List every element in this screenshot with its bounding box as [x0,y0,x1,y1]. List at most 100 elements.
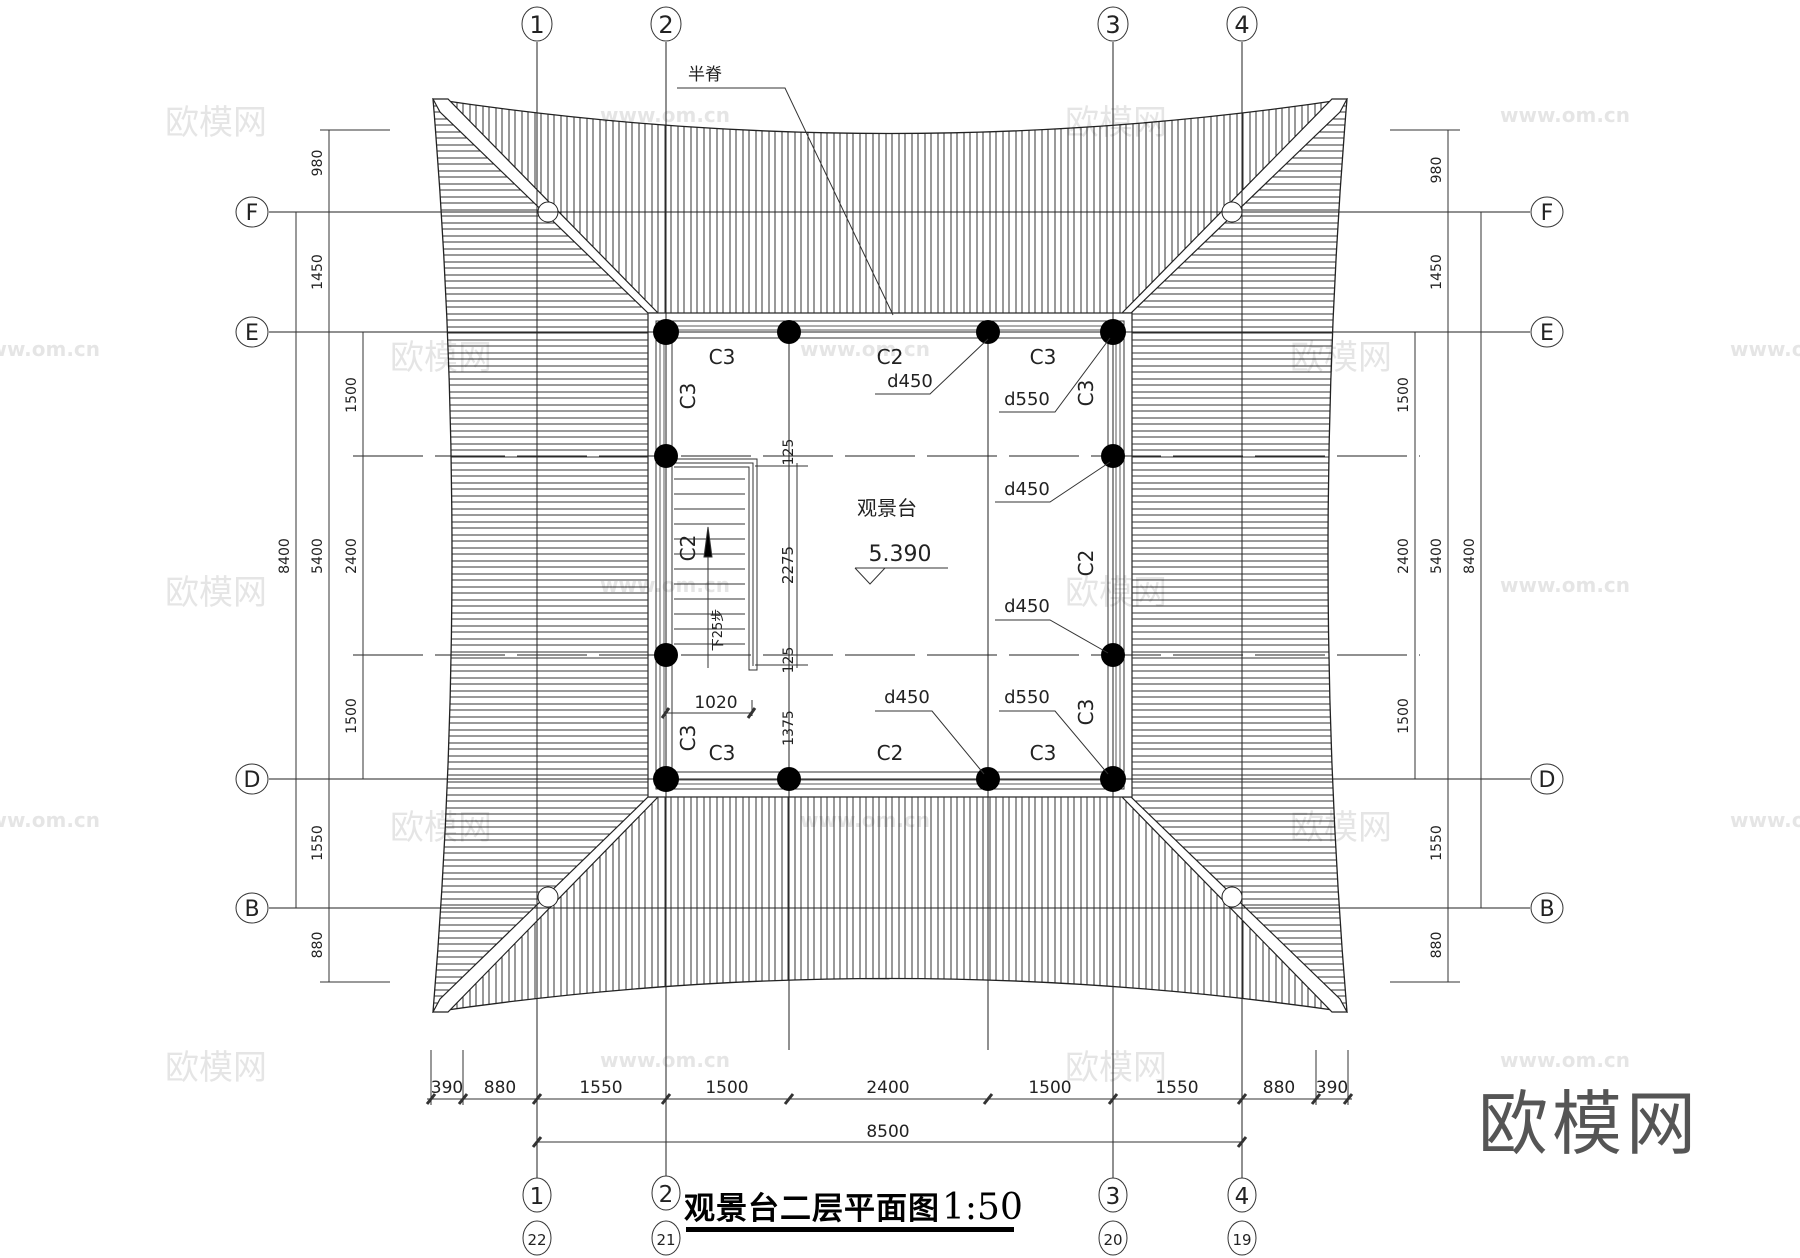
grid-bubbles-top [521,6,1258,42]
room-label: 观景台 [857,496,917,520]
left-dimension-lines [295,129,390,983]
pillar [1101,444,1125,468]
column-callout-label: d550 [1004,687,1050,708]
beam-label: C2 [676,535,700,562]
grid-bubble-label: F [246,201,259,226]
grid-bubble-label: E [1540,321,1554,346]
dim-text: 980 [310,150,326,177]
dim-text: 5400 [310,538,326,574]
dim-text: 8400 [277,538,293,574]
grid-bubble-label: B [244,897,259,922]
grid-bubbles-bottom [522,1175,1257,1256]
grid-bubble-label: D [244,768,261,793]
column-callout-label: d450 [884,687,930,708]
dim-text: 390 [431,1078,463,1098]
beam-label: C3 [1030,741,1057,765]
title-underline [686,1227,1014,1232]
pillar [654,444,678,468]
drawing-scale: 1:50 [942,1187,1023,1228]
beam-label: C3 [1030,345,1057,369]
dim-text: 2400 [344,538,360,574]
beam-label: C3 [709,741,736,765]
pillar [976,767,1000,791]
grid-lines [269,42,1530,1178]
dim-text: 880 [1429,932,1445,959]
stair-arrow-icon [703,526,713,558]
dim-text: 880 [1263,1078,1295,1098]
hip-ridges [431,98,1349,1013]
dim-text: 1500 [1028,1078,1071,1098]
grid-bubble-label: 4 [1235,1184,1250,1210]
beam-label: C3 [1074,380,1098,407]
beam-label: C3 [709,345,736,369]
dim-text: 1500 [344,377,360,413]
beam-label: C2 [877,741,904,765]
grid-bubble-label: 3 [1106,1184,1121,1210]
dim-text: 5400 [1429,538,1445,574]
pillar [1100,319,1126,345]
grid-bubble-label: E [245,321,259,346]
ridge-label: 半脊 [688,65,722,85]
dim-text: 8500 [866,1122,909,1142]
bottom-dimension-texts: 390 880 1550 1500 2400 1500 1550 880 390… [431,1078,1348,1142]
beam-label: C3 [676,725,700,752]
stair-length-dim: 2275 [779,546,797,584]
drawing-title-text: 观景台二层平面图 [684,1191,940,1227]
pillar [777,767,801,791]
stair-bottom-offset-dim: 125 [781,647,797,674]
grid-bubble-label: 1 [529,11,544,39]
grid-bubble-label: D [1539,768,1556,793]
stair [674,458,758,671]
stair-dimensions [660,463,808,719]
grid-bubble-label: 1 [530,1184,545,1210]
dim-text: 2400 [866,1078,909,1098]
column-callout-label: d450 [1004,479,1050,500]
beam-labels: C3 C2 C3 C3 C2 C3 C3 C2 C3 C3 C2 C3 [676,345,1098,765]
grid-bubble-label: B [1539,897,1554,922]
dim-text: 1500 [344,698,360,734]
pillar [653,319,679,345]
grid-bubble-label: F [1541,201,1554,226]
column-callout-label: d550 [1004,389,1050,410]
pillars [653,319,1126,792]
ridge-leader [677,87,894,316]
platform [647,312,1133,798]
stair-label: 下25步 [711,609,726,652]
site-logo: 欧模网 [1478,1083,1700,1165]
column-callouts [875,337,1111,775]
elevation-marker-icon [854,567,948,585]
bottom-dimension-lines [425,1050,1354,1148]
stair-top-offset-dim: 125 [781,439,797,466]
dim-text: 880 [484,1078,516,1098]
dim-text: 1550 [310,825,326,861]
grid-bubbles-rows [235,196,1564,924]
dim-text: 1550 [1429,825,1445,861]
grid-bubble-alt-label: 22 [527,1231,546,1249]
drawing-title: 观景台二层平面图1:50 [684,1183,1023,1228]
pillar [654,643,678,667]
beam-label: C3 [676,383,700,410]
stair-landing-dim: 1375 [781,710,797,746]
grid-bubble-label: 4 [1234,11,1249,39]
dim-text: 1500 [1396,698,1412,734]
dim-text: 1450 [310,254,326,290]
dim-text: 1500 [705,1078,748,1098]
dim-text: 1550 [1155,1078,1198,1098]
grid-bubble-label: 2 [659,1182,674,1208]
stair-width-dim: 1020 [694,693,737,713]
dim-text: 880 [310,932,326,959]
elevation-value: 5.390 [869,542,932,567]
beam-label: C2 [1074,550,1098,577]
dim-text: 1450 [1429,254,1445,290]
dim-text: 980 [1429,157,1445,184]
grid-bubble-label: 2 [658,11,673,39]
pillar [1101,643,1125,667]
grid-bubble-alt-label: 21 [656,1231,675,1249]
dim-text: 1550 [579,1078,622,1098]
beam-label: C2 [877,345,904,369]
beam-label: C3 [1074,699,1098,726]
pillar [976,320,1000,344]
grid-bubble-label: 3 [1105,11,1120,39]
dim-text: 390 [1316,1078,1348,1098]
